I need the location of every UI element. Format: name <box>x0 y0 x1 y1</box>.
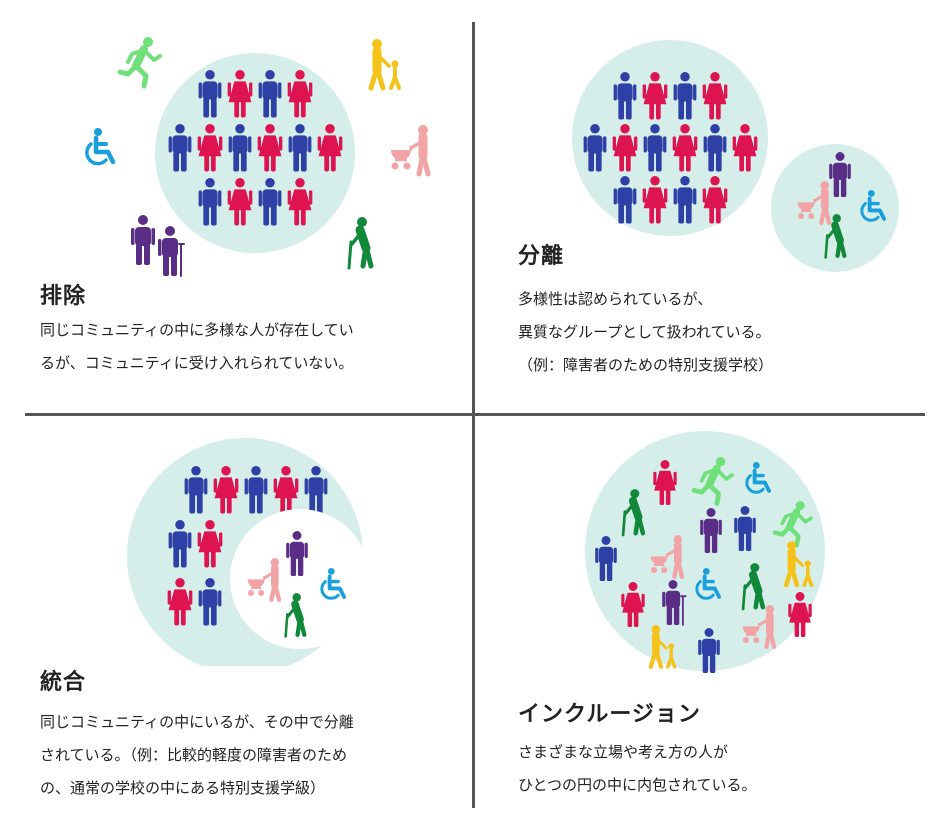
woman-icon <box>653 460 677 505</box>
man-icon <box>198 70 222 118</box>
man-icon <box>131 215 155 265</box>
exclusion-line-2: るが、コミュニティに受け入れられていない。 <box>40 354 354 372</box>
woman-icon <box>642 72 668 120</box>
quadrant-integration: 統合 同じコミュニティの中にいるが、その中で分離 されている。（例：比較的軽度の… <box>0 416 472 830</box>
woman-icon <box>702 72 728 120</box>
woman-icon <box>612 124 638 172</box>
woman-icon <box>672 124 698 172</box>
horizontal-divider <box>25 413 925 416</box>
man-icon <box>304 466 328 514</box>
man-icon <box>198 578 222 626</box>
quadrant-inclusion: インクルージョン さまざまな立場や考え方の人が ひとつの円の中に内包されている。 <box>475 416 950 830</box>
stroller-icon <box>247 558 282 602</box>
elderly-with-cane-icon <box>284 593 307 638</box>
stroller-icon <box>391 125 431 177</box>
integration-line-3: の、通常の学校の中にある特別支援学級） <box>40 779 326 797</box>
woman-icon <box>213 466 239 514</box>
segregation-description: 多様性は認められているが、 異質なグループとして扱われている。 （例：障害者のた… <box>518 283 773 382</box>
exclusion-title: 排除 <box>40 284 87 309</box>
integration-line-1: 同じコミュニティの中にいるが、その中で分離 <box>40 713 354 731</box>
woman-icon <box>732 124 758 172</box>
woman-icon <box>273 466 299 514</box>
parent-with-child-icon <box>368 39 401 91</box>
woman-icon <box>788 592 812 637</box>
inclusion-title: インクルージョン <box>518 702 701 727</box>
woman-icon <box>642 176 668 224</box>
exclusion-description: 同じコミュニティの中に多様な人が存在してい るが、コミュニティに受け入れられてい… <box>40 314 354 380</box>
integration-line-2: されている。（例：比較的軽度の障害者のため <box>40 746 348 764</box>
man-icon <box>643 124 667 172</box>
woman-icon <box>197 520 223 568</box>
woman-icon <box>287 178 313 226</box>
man-icon <box>673 176 697 224</box>
inclusion-illustration <box>585 431 825 673</box>
wheelchair-icon <box>695 568 721 600</box>
elderly-with-cane-icon <box>347 217 374 270</box>
man-icon <box>734 506 756 551</box>
man-icon <box>288 124 312 172</box>
person-with-crutch-icon <box>158 226 185 277</box>
running-person-icon <box>772 501 813 548</box>
man-icon <box>595 536 617 581</box>
person-with-crutch-icon <box>662 580 687 626</box>
stroller-icon <box>742 605 777 649</box>
woman-icon <box>227 70 253 118</box>
man-icon <box>258 70 282 118</box>
wheelchair-icon <box>320 568 346 600</box>
segregation-line-1: 多様性は認められているが、 <box>518 290 713 308</box>
segregation-illustration <box>572 40 899 272</box>
quadrant-exclusion: 排除 同じコミュニティの中に多様な人が存在してい るが、コミュニティに受け入れら… <box>0 0 472 413</box>
man-icon <box>244 466 268 514</box>
woman-icon <box>621 582 645 627</box>
segregated-circle <box>771 144 899 272</box>
woman-icon <box>702 176 728 224</box>
inclusion-line-2: ひとつの円の中に内包されている。 <box>518 776 757 794</box>
parent-with-child-icon <box>648 625 677 669</box>
woman-icon <box>317 124 343 172</box>
elderly-with-cane-icon <box>621 489 646 537</box>
running-person-icon <box>691 457 734 506</box>
segregation-line-3: （例：障害者のための特別支援学校） <box>518 356 774 374</box>
elderly-with-cane-icon <box>824 214 847 259</box>
man-icon <box>829 152 851 197</box>
man-icon <box>168 520 192 568</box>
integrated-inner-circle <box>230 509 370 649</box>
segregation-title: 分離 <box>518 244 565 269</box>
man-icon <box>198 178 222 226</box>
man-icon <box>258 178 282 226</box>
wheelchair-icon <box>745 462 771 494</box>
quadrant-segregation: 分離 多様性は認められているが、 異質なグループとして扱われている。 （例：障害… <box>475 0 950 413</box>
man-icon <box>698 628 720 673</box>
man-icon <box>703 124 727 172</box>
man-icon <box>613 72 637 120</box>
man-icon <box>673 72 697 120</box>
woman-icon <box>227 178 253 226</box>
man-icon <box>228 124 252 172</box>
parent-with-child-icon <box>783 541 814 588</box>
man-icon <box>168 124 192 172</box>
elderly-with-cane-icon <box>741 563 766 611</box>
man-icon <box>583 124 607 172</box>
wheelchair-icon <box>860 190 886 222</box>
integration-description: 同じコミュニティの中にいるが、その中で分離 されている。（例：比較的軽度の障害者… <box>40 706 354 805</box>
man-icon <box>286 531 308 576</box>
woman-icon <box>167 578 193 626</box>
stroller-icon <box>797 181 832 225</box>
wheelchair-icon <box>85 128 116 166</box>
segregation-line-2: 異質なグループとして扱われている。 <box>518 323 771 341</box>
integration-illustration <box>127 438 370 666</box>
inclusion-line-1: さまざまな立場や考え方の人が <box>518 743 729 761</box>
exclusion-line-1: 同じコミュニティの中に多様な人が存在してい <box>40 321 354 339</box>
woman-icon <box>287 70 313 118</box>
stroller-icon <box>650 535 685 579</box>
exclusion-illustration <box>85 37 431 277</box>
woman-icon <box>257 124 283 172</box>
inclusion-description: さまざまな立場や考え方の人が ひとつの円の中に内包されている。 <box>518 736 757 802</box>
man-icon <box>613 176 637 224</box>
integration-title: 統合 <box>40 670 87 695</box>
man-icon <box>184 466 208 514</box>
woman-icon <box>197 124 223 172</box>
man-icon <box>700 508 722 553</box>
running-person-icon <box>117 37 162 89</box>
